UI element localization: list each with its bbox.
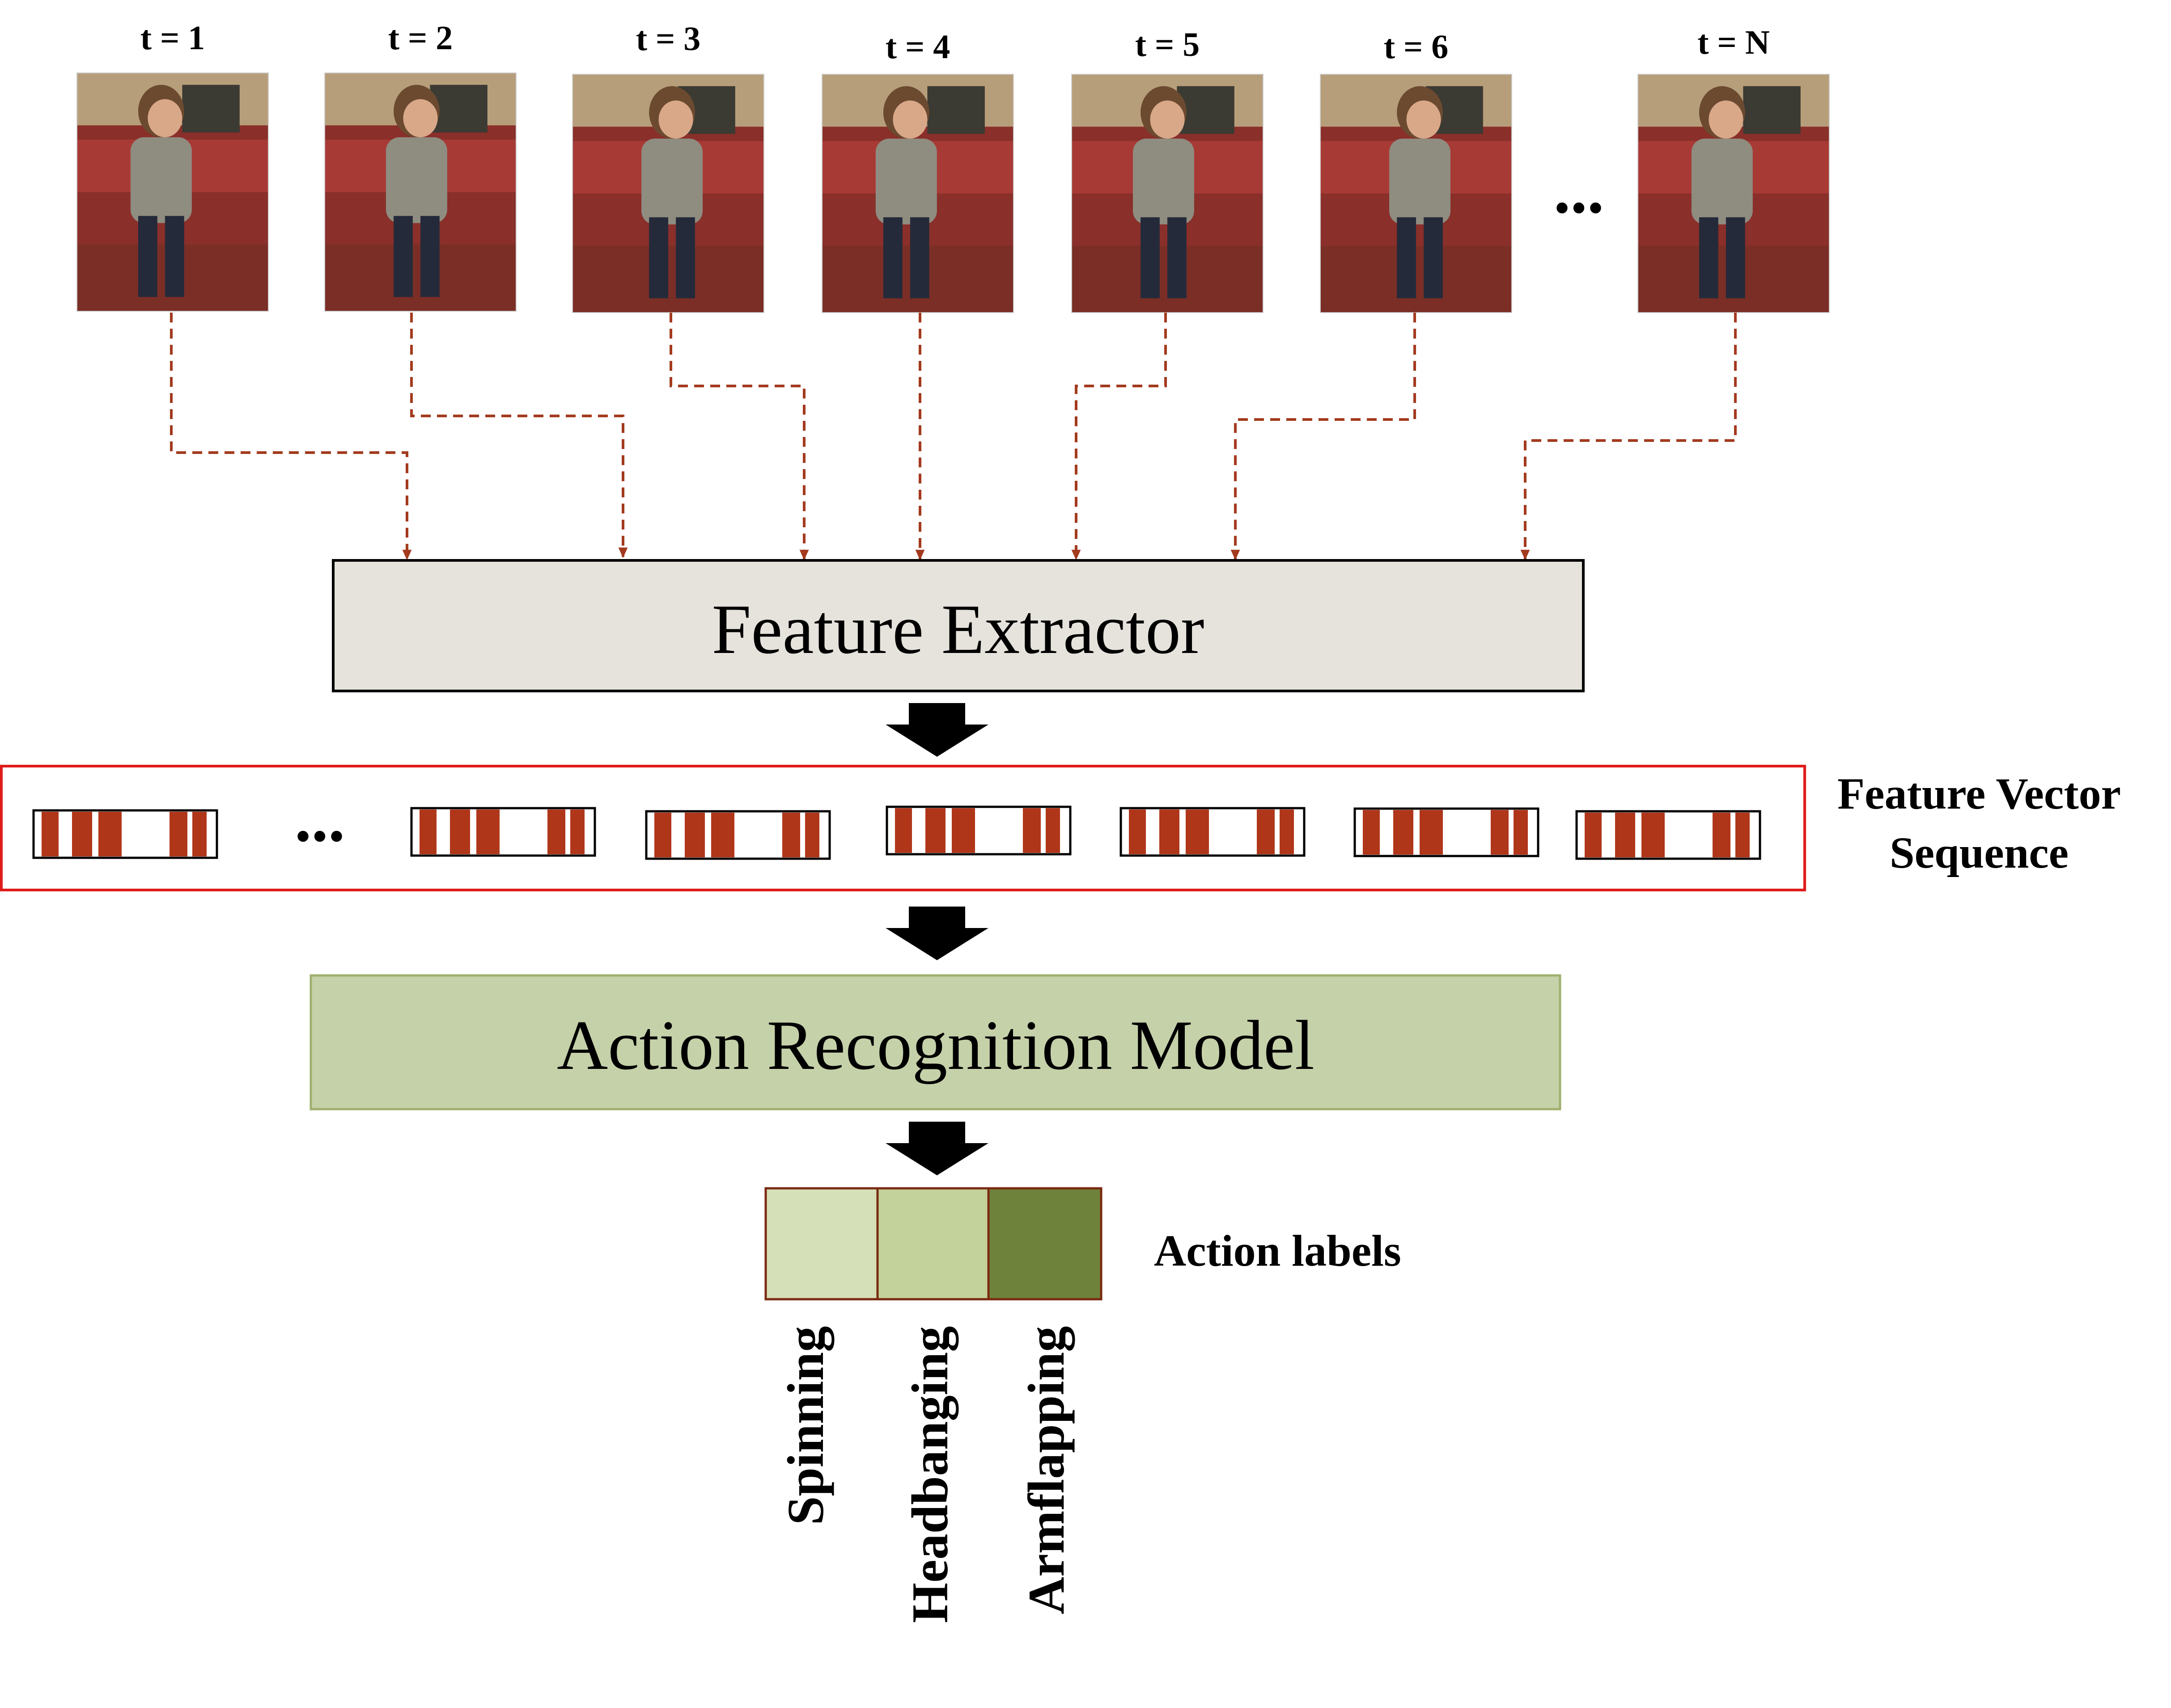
dashed-connector-5 <box>1071 313 1167 560</box>
video-frame-6: t = 6 <box>1320 28 1512 313</box>
action-class-label: Headbanging <box>902 1326 959 1623</box>
feature-vector-sequence-label-line2: Sequence <box>1890 828 2069 877</box>
dashed-connector-1 <box>170 313 412 560</box>
arrow-extractor-to-sequence <box>886 703 988 757</box>
sequence-ellipsis: ... <box>295 781 345 856</box>
frame-image <box>76 72 269 312</box>
action-labels-title: Action labels <box>1154 1226 1401 1276</box>
video-frame-5: t = 5 <box>1071 26 1264 313</box>
action-recognition-model-box <box>310 974 1561 1110</box>
action-class-label: Spinning <box>777 1326 835 1525</box>
feature-vectors <box>32 805 1761 860</box>
frame-ellipsis: ... <box>1554 153 1604 227</box>
video-frame-1: t = 1 <box>76 19 269 312</box>
dashed-connector-2 <box>410 313 628 558</box>
action-class-box <box>987 1187 1102 1301</box>
video-frame-3: t = 3 <box>572 20 764 313</box>
arrow-model-to-labels <box>886 1122 988 1175</box>
video-frames: t = 1 t = 2 t = 3 t = 4 t = 5 t = 6 t = N <box>76 19 1830 313</box>
frame-label: t = 4 <box>886 28 950 66</box>
action-class-box <box>764 1187 879 1301</box>
feature-vector-sequence-box <box>0 765 1806 891</box>
frame-label: t = 3 <box>636 20 701 58</box>
frame-image <box>822 74 1014 313</box>
action-class-box <box>876 1187 991 1301</box>
feature-vector-2 <box>410 807 596 857</box>
feature-vector-5 <box>1119 807 1306 857</box>
frame-label: t = 1 <box>140 19 205 57</box>
frame-label: t = N <box>1697 24 1770 61</box>
action-class-spinning: Spinning <box>764 1187 879 1525</box>
dashed-connector-7 <box>1520 313 1737 560</box>
feature-vector-1 <box>32 809 218 859</box>
feature-vector-6 <box>1353 807 1539 857</box>
arrow-sequence-to-model <box>886 907 988 960</box>
video-frame-2: t = 2 <box>324 19 517 312</box>
feature-vector-sequence-block: ... Feature Vector Sequence <box>0 765 2121 891</box>
feature-extractor-label: Feature Extractor <box>712 590 1204 669</box>
feature-extractor-block: Feature Extractor <box>332 559 1585 692</box>
action-class-label: Armflapping <box>1018 1326 1075 1615</box>
frame-label: t = 5 <box>1135 26 1200 64</box>
frame-image <box>324 72 517 312</box>
video-frame-7: t = N <box>1637 24 1830 313</box>
feature-extractor-box <box>332 559 1585 692</box>
frame-image <box>1320 74 1512 313</box>
feature-vector-4 <box>886 805 1072 856</box>
frame-to-extractor-connectors <box>170 313 1737 560</box>
feature-vector-sequence-label-line1: Feature Vector <box>1837 769 2121 818</box>
frame-label: t = 2 <box>388 19 453 57</box>
action-label-output: Spinning Headbanging Armflapping <box>764 1187 1102 1623</box>
action-class-armflapping: Armflapping <box>987 1187 1102 1615</box>
video-frame-4: t = 4 <box>822 28 1014 313</box>
frame-image <box>1637 74 1830 313</box>
frame-label: t = 6 <box>1384 28 1449 66</box>
action-class-headbanging: Headbanging <box>876 1187 991 1623</box>
frame-image <box>1071 74 1264 313</box>
frame-image <box>572 74 764 313</box>
feature-vector-3 <box>645 810 831 860</box>
feature-vector-7 <box>1575 810 1761 860</box>
dashed-connector-6 <box>1230 313 1416 560</box>
dashed-connector-3 <box>670 313 809 560</box>
action-recognition-model-block: Action Recognition Model <box>310 974 1561 1110</box>
action-recognition-model-label: Action Recognition Model <box>557 1006 1314 1085</box>
